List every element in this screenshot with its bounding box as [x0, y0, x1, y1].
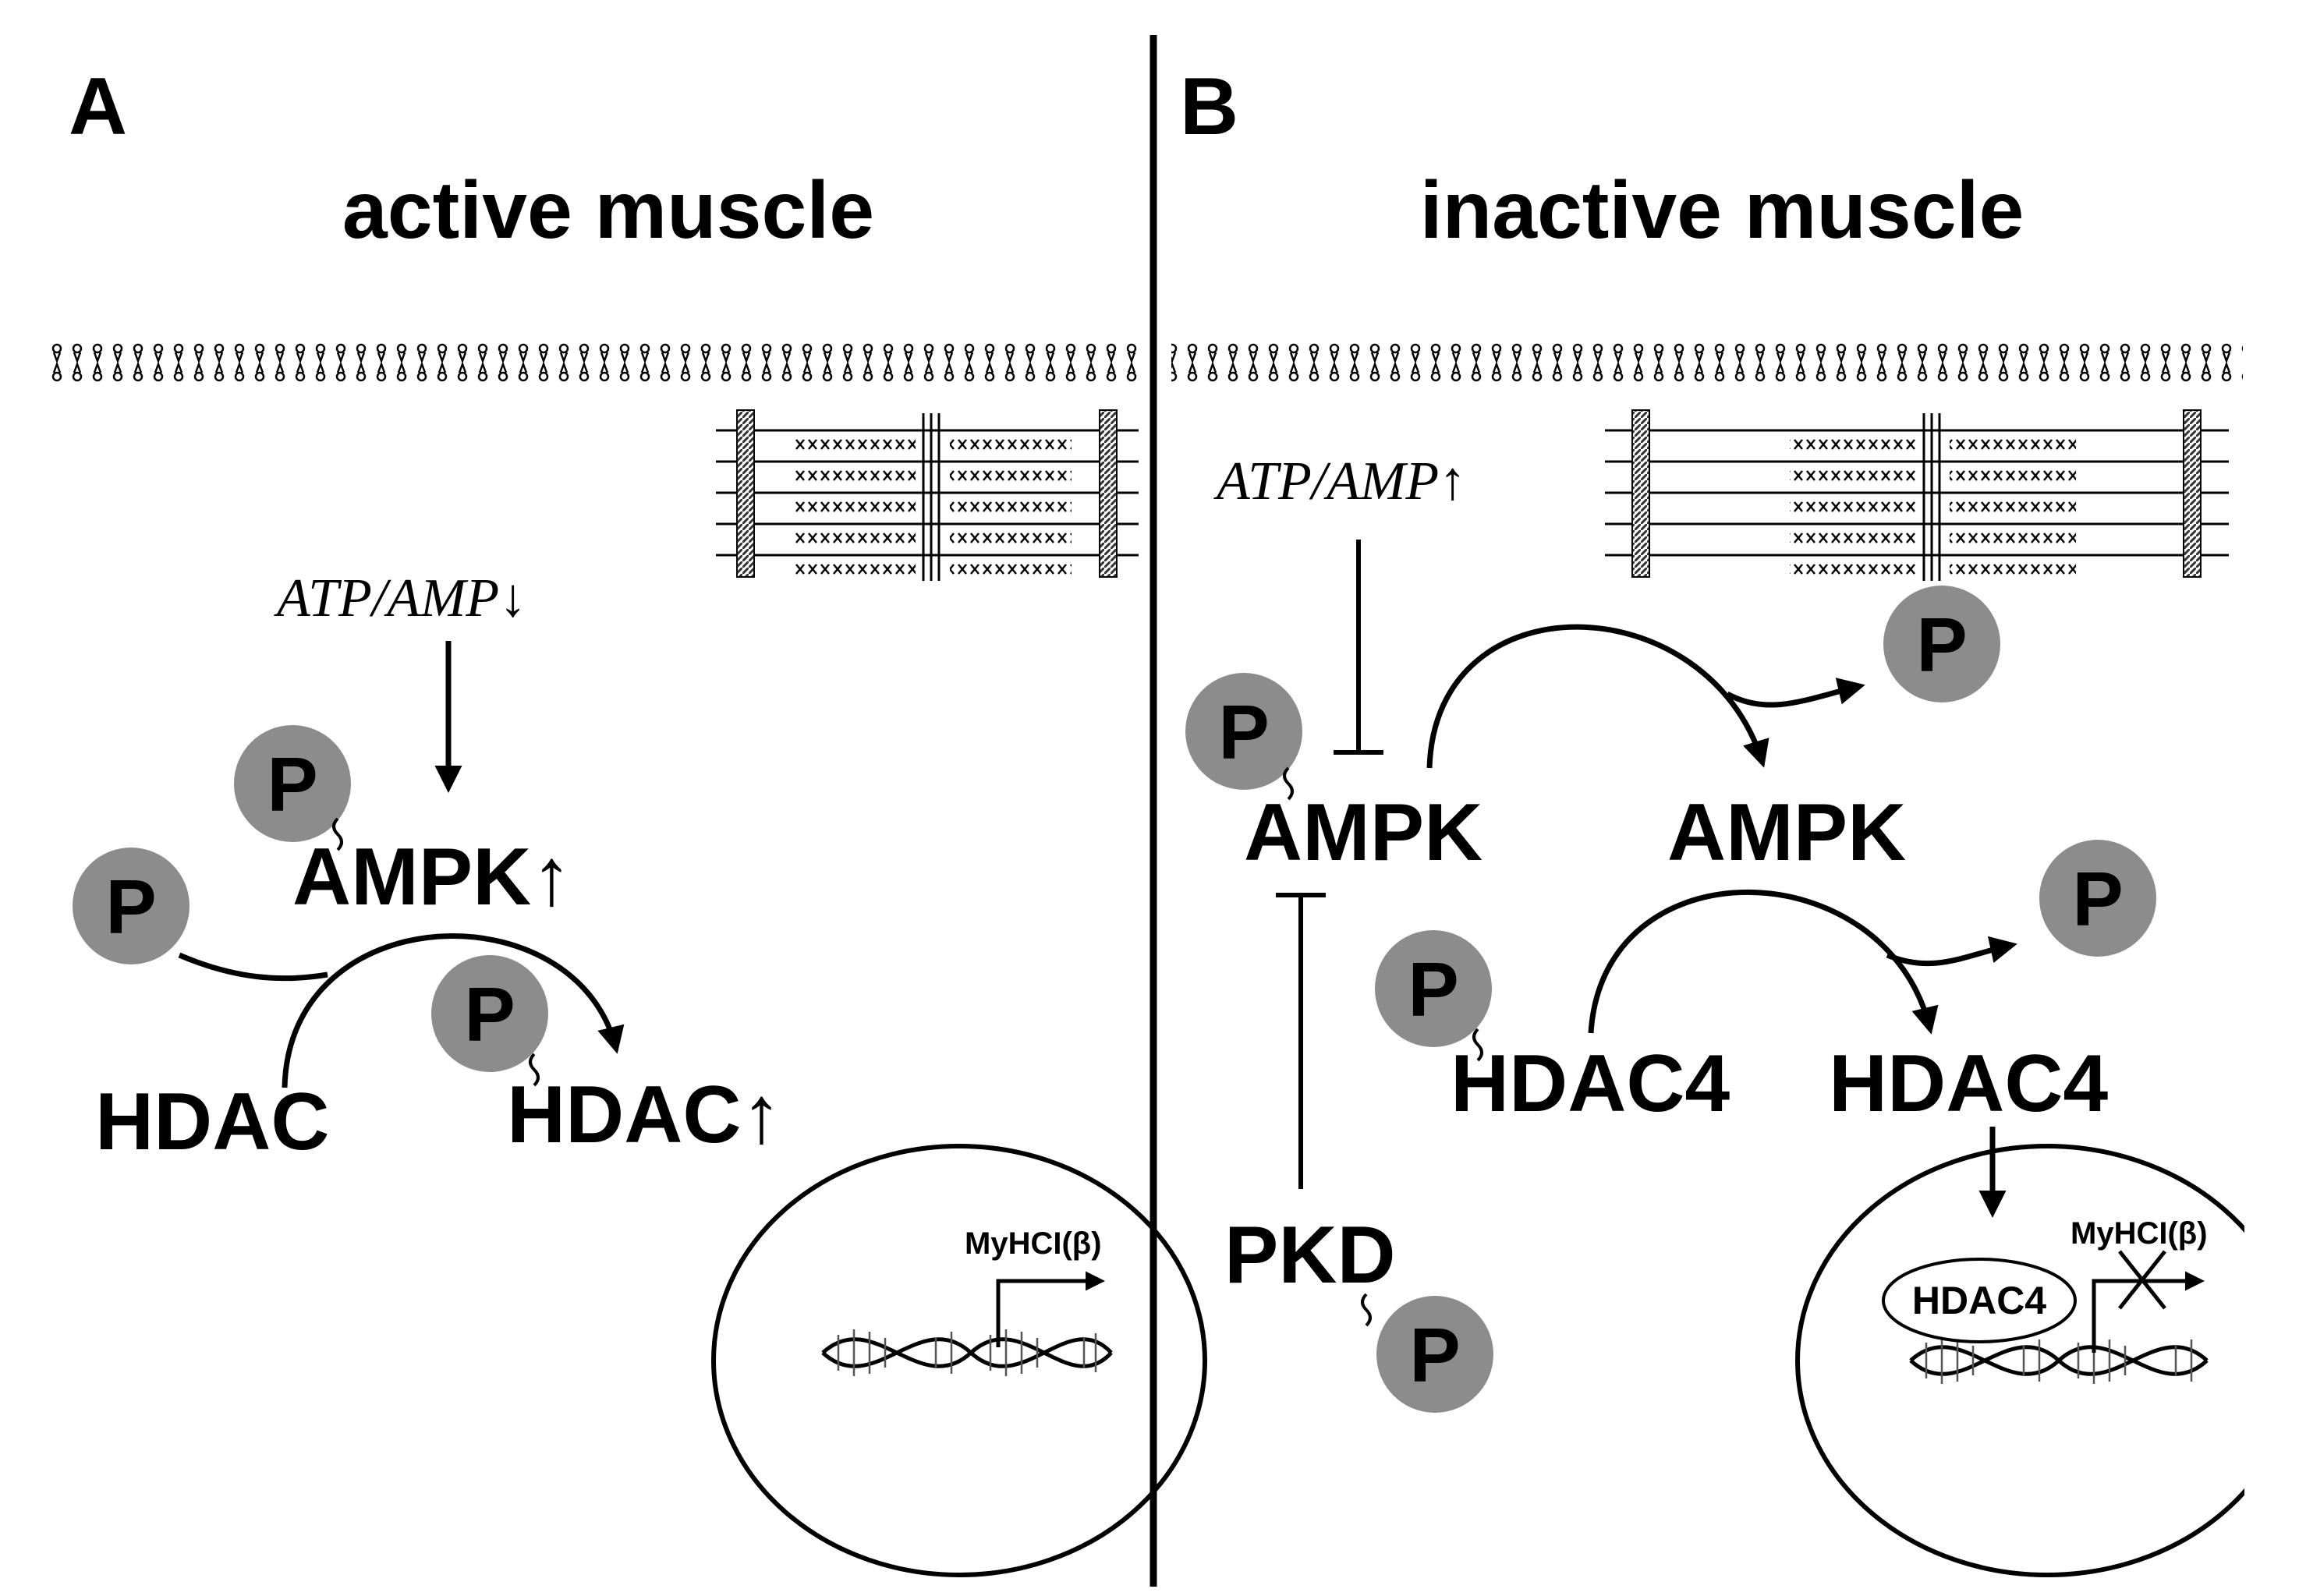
phosphate-label: P	[464, 971, 515, 1057]
phosphate-released-hdac4-b	[2039, 840, 2156, 957]
panel-a-title: active muscle	[342, 165, 874, 256]
phosphate-label: P	[1916, 602, 1967, 688]
transcription-blocked-cross	[2118, 1250, 2166, 1310]
hdac4-nuclear-oval	[1882, 1258, 2077, 1343]
inhibition-pkd-to-ampk-b	[1276, 893, 1326, 1189]
arrow-hdac4-dephosphorylation-b	[1588, 889, 1939, 1035]
inhibition-atp-to-ampk-b	[1334, 540, 1383, 755]
nucleus-b	[1795, 1144, 2299, 1577]
phosphate-hdac4-b	[1375, 930, 1492, 1047]
pkd-b: PKD	[1224, 1210, 1396, 1301]
sarcomere-a	[716, 409, 1139, 581]
gene-label-b: MyHCI(β)	[2071, 1216, 2208, 1251]
transcription-arrow-a	[996, 1271, 1105, 1347]
atp-amp-ratio-a: ATP/AMP↓	[274, 568, 526, 628]
hdac4-nuclear-label: HDAC4	[1912, 1279, 2046, 1322]
atp-amp-ratio-b: ATP/AMP↑	[1213, 451, 1466, 511]
hdac-phosphorylated-a: HDAC↑	[507, 1070, 781, 1160]
phosphate-label: P	[1408, 947, 1458, 1032]
sarcomere-b	[1605, 409, 2229, 581]
phosphate-pkd-b	[1376, 1296, 1493, 1413]
phosphate-label: P	[1409, 1312, 1460, 1398]
arrow-ampk-dephosphorylation-b	[1426, 624, 1769, 769]
phosphate-ampk-a	[234, 725, 351, 842]
arrow-phosphate-release-ampk-b	[1726, 678, 1865, 708]
ampk-phosphorylated-b: AMPK	[1244, 787, 1482, 878]
phosphate-hdac-a	[431, 955, 548, 1072]
arrow-hdac-phosphorylation-a	[282, 933, 625, 1088]
phospho-link	[529, 1053, 540, 1087]
panel-b-letter: B	[1180, 62, 1238, 152]
panel-b-title: inactive muscle	[1420, 165, 2024, 256]
phosphate-label: P	[105, 864, 156, 950]
phospho-link	[1472, 1028, 1483, 1062]
ampk-a: AMPK↑	[292, 832, 572, 922]
phosphate-donor-a	[73, 848, 190, 964]
phosphate-label: P	[267, 741, 317, 827]
cell-membrane-b	[1171, 343, 2243, 382]
nucleus-a	[711, 1144, 1207, 1577]
hdac-a: HDAC	[95, 1077, 329, 1167]
ampk-b: AMPK	[1667, 787, 1906, 878]
phosphate-label: P	[1218, 689, 1269, 775]
phosphate-label: P	[2072, 856, 2123, 942]
phosphate-ampk-b	[1185, 673, 1302, 790]
phosphate-released-ampk-b	[1883, 586, 2000, 702]
cell-membrane-a	[47, 343, 1145, 382]
panel-a-letter: A	[69, 62, 127, 152]
dna-helix-a	[821, 1329, 1113, 1376]
transcription-arrow-b	[2092, 1271, 2205, 1353]
curve-p-transfer-a	[178, 952, 328, 982]
hdac4-b: HDAC4	[1829, 1039, 2108, 1129]
phospho-link	[332, 817, 343, 851]
crop-mask	[2244, 1092, 2299, 1592]
phospho-link	[1283, 766, 1294, 801]
hdac4-phosphorylated-b: HDAC4	[1451, 1039, 1730, 1129]
gene-label-a: MyHCI(β)	[965, 1226, 1102, 1261]
arrow-phosphate-release-hdac4-b	[1886, 936, 2017, 967]
dna-helix-b	[1909, 1337, 2209, 1384]
phospho-link	[1361, 1293, 1372, 1327]
